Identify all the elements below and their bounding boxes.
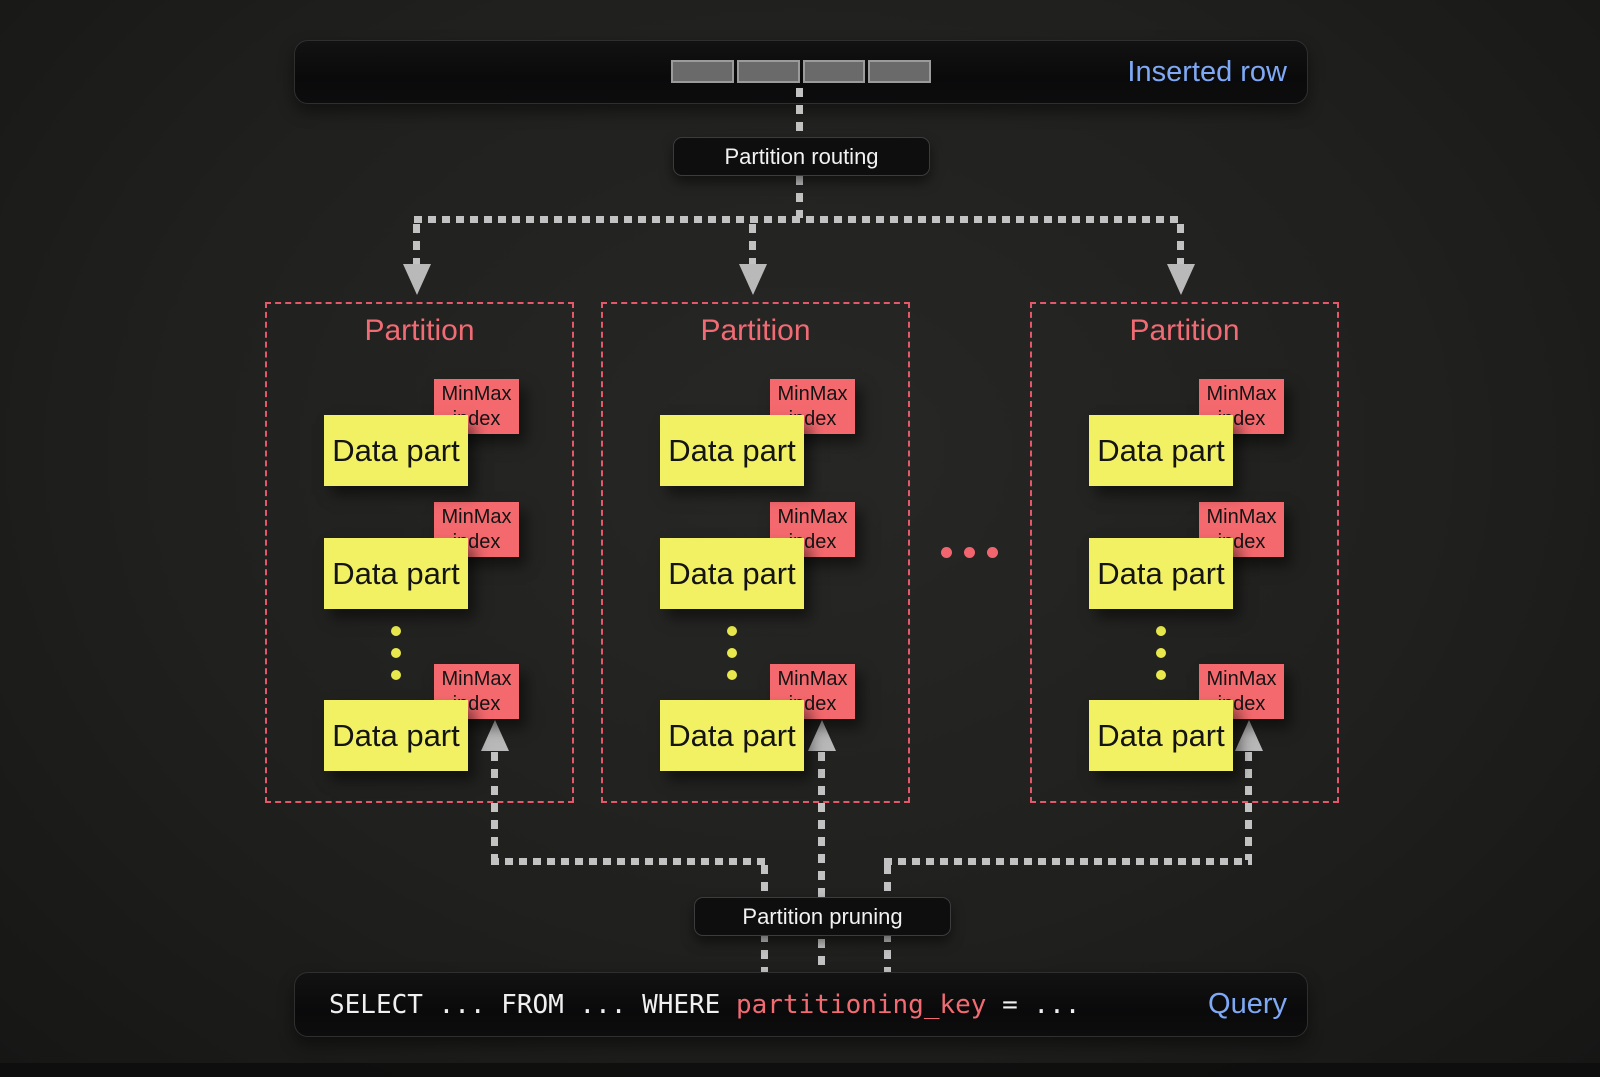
query-label: Query [1208, 988, 1287, 1020]
up-arrow-icon [1235, 720, 1263, 751]
pruning-link-right [884, 858, 1252, 865]
up-arrow-icon [481, 720, 509, 751]
data-part-box: Data part [1089, 538, 1233, 609]
data-part-box: Data part [324, 538, 468, 609]
inserted-row-bar: Inserted row [294, 40, 1308, 104]
data-part-box: Data part [324, 700, 468, 771]
minmax-index-tag: MinMax index [1199, 664, 1284, 719]
branch-stem-center [749, 224, 756, 264]
minmax-index-tag: MinMax index [770, 379, 855, 434]
partition-routing-pill: Partition routing [673, 137, 930, 176]
sql-query-text: SELECT ... FROM ... WHERE partitioning_k… [329, 973, 1080, 1036]
row-segment [868, 60, 931, 83]
data-part-box: Data part [660, 538, 804, 609]
pruning-riser-left [491, 752, 498, 860]
pruning-link-left [491, 858, 769, 865]
sql-suffix: = ... [986, 989, 1081, 1020]
routing-branch-line [414, 216, 1184, 223]
up-arrow-icon [808, 720, 836, 751]
data-part-box: Data part [1089, 700, 1233, 771]
routing-connector-top [796, 88, 803, 136]
query-bar: SELECT ... FROM ... WHERE partitioning_k… [294, 972, 1308, 1037]
partition-title: Partition [364, 314, 475, 347]
row-segment [802, 60, 866, 83]
data-part-box: Data part [324, 415, 468, 486]
pruning-riser-center [818, 752, 825, 973]
inserted-row-label: Inserted row [1127, 55, 1287, 88]
down-arrow-icon [1167, 264, 1195, 295]
branch-stem-right [1177, 224, 1184, 264]
data-part-box: Data part [660, 700, 804, 771]
partition-box-3: Partition MinMax index Data part MinMax … [1030, 302, 1339, 803]
partition-box-1: Partition MinMax index Data part MinMax … [265, 302, 574, 803]
inserted-row-segments [671, 60, 931, 83]
minmax-index-tag: MinMax index [770, 502, 855, 557]
sql-prefix: SELECT ... FROM ... WHERE [329, 989, 736, 1020]
down-arrow-icon [403, 264, 431, 295]
partition-title: Partition [700, 314, 811, 347]
down-arrow-icon [739, 264, 767, 295]
row-segment [671, 60, 734, 83]
routing-connector-bottom [796, 176, 803, 218]
branch-stem-left [413, 224, 420, 264]
sql-partitioning-key: partitioning_key [736, 989, 987, 1020]
more-partitions-ellipsis [941, 547, 998, 558]
data-part-box: Data part [660, 415, 804, 486]
minmax-index-tag: MinMax index [1199, 379, 1284, 434]
row-segment [736, 60, 800, 83]
partition-pruning-pill: Partition pruning [694, 897, 951, 936]
partition-routing-label: Partition routing [724, 143, 879, 169]
pruning-riser-right [1245, 752, 1252, 860]
partition-box-2: Partition MinMax index Data part MinMax … [601, 302, 910, 803]
partition-title: Partition [1129, 314, 1240, 347]
partition-pruning-label: Partition pruning [742, 903, 903, 929]
data-part-box: Data part [1089, 415, 1233, 486]
